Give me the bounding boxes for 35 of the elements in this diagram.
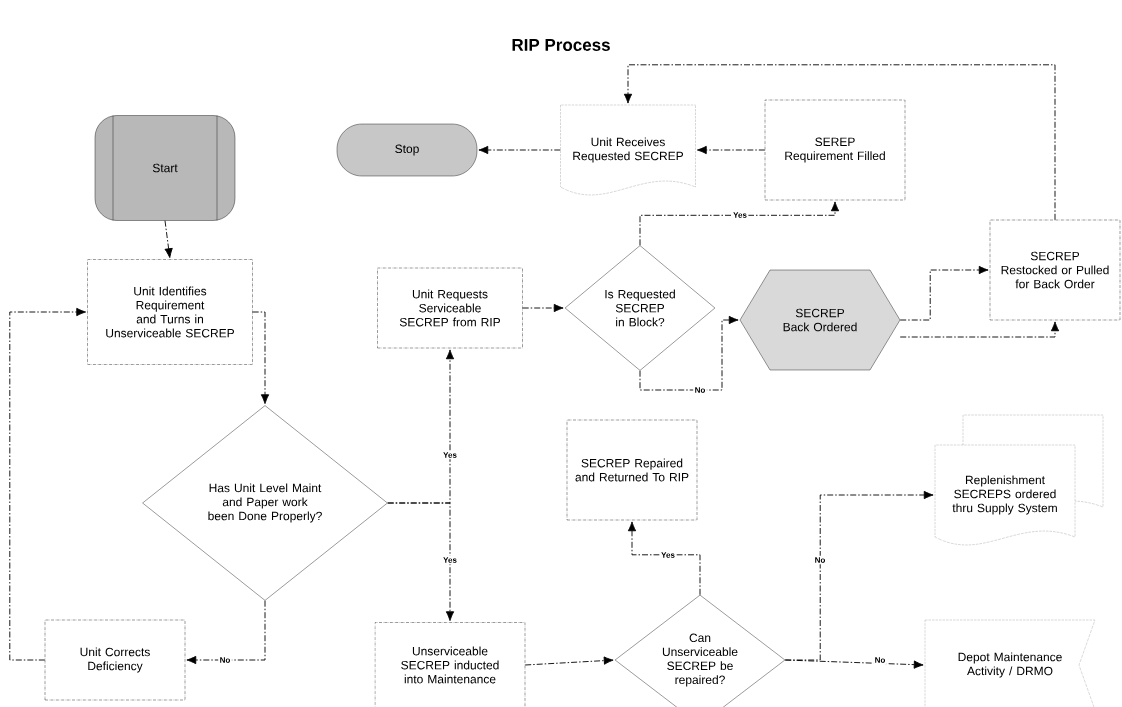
process-box: Unit Corrects Deficiency [44,619,186,701]
arrow [899,321,1060,338]
edge-label: No [815,557,826,563]
arrow [627,521,701,596]
process-box: Unit Requests Serviceable SECREP from RIP [377,267,523,349]
process-box: SECREP Restocked or Pulled for Back Order [989,219,1121,321]
preparation-hexagon: SECREP Back Ordered [739,269,901,371]
arrow [524,656,614,666]
arrow [623,64,1056,221]
arrow [639,201,840,246]
title: RIP Process [512,39,610,51]
process-box: SECREP Repaired and Returned To RIP [566,419,698,521]
arrow [9,307,87,661]
edge-label: Yes [733,212,747,218]
arrow [186,600,266,665]
process-box: Unit Identifies Requirement and Turns in Unserviceable SECREP [87,259,253,365]
edge-label: Yes [443,452,457,458]
edge-label: Yes [661,552,675,558]
arrow [164,220,173,259]
start-terminator: Start [94,115,236,221]
arrow [696,145,766,155]
edge-label: No [875,657,886,663]
process-box: Unserviceable SECREP inducted into Maintenance [374,622,526,707]
process-box: SEREP Requirement Filled [764,99,906,201]
edge-label: No [695,387,706,393]
arrow [252,311,270,405]
arrow [387,502,455,622]
arrow [522,303,564,313]
stop-terminator: Stop [336,123,478,177]
arrow [899,265,989,321]
arrow [478,145,561,155]
edge-label: No [220,657,231,663]
arrow [639,315,739,391]
arrow [784,490,934,661]
edge-label: Yes [443,557,457,563]
